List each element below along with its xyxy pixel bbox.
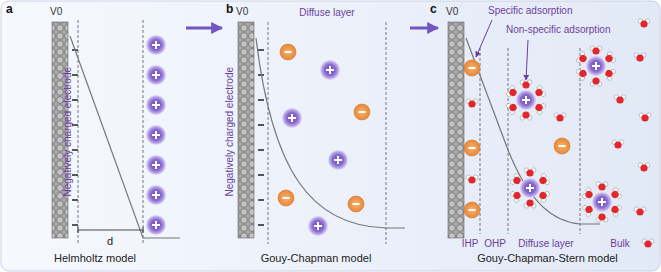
plane-label: IHP — [462, 238, 479, 250]
hydrated-cation — [582, 182, 623, 222]
anion — [278, 190, 294, 206]
electrode-plate — [448, 22, 464, 238]
water-molecule — [638, 163, 650, 172]
anion — [348, 196, 364, 212]
gouy-chapman-stern-illustration — [448, 19, 654, 248]
adsorbed-anion — [464, 60, 480, 76]
potential-curve — [70, 36, 180, 238]
transition-arrow — [410, 27, 438, 30]
anion — [354, 104, 370, 120]
electrode-plate — [238, 22, 254, 238]
water-molecule — [639, 113, 651, 122]
panel-letter: b — [226, 3, 233, 17]
potential-curve — [256, 38, 405, 228]
electrode-label: Negatively charged electrode — [62, 67, 74, 197]
anion — [280, 44, 296, 60]
hydrated-cation — [506, 80, 547, 120]
cation — [146, 215, 166, 235]
potential-label: V0 — [50, 6, 62, 18]
water-molecule — [466, 175, 478, 184]
distance-label: d — [107, 235, 113, 248]
gouy-chapman-illustration — [238, 22, 405, 244]
model-name: Gouy-Chapman-Stern model — [477, 252, 618, 265]
panel-letter: a — [6, 3, 13, 17]
water-molecule — [614, 95, 626, 104]
region-label: Diffuse layer — [518, 238, 573, 250]
potential-label: V0 — [446, 6, 458, 18]
adsorbed-anion — [464, 140, 480, 156]
potential-label: V0 — [236, 6, 248, 18]
cation — [146, 185, 166, 205]
water-molecule — [634, 53, 646, 62]
region-label: Diffuse layer — [299, 7, 354, 19]
hydrated-cation — [510, 168, 551, 208]
model-name: Helmholtz model — [54, 252, 136, 265]
electrode-label: Negatively charged electrode — [224, 67, 236, 197]
cation — [146, 35, 166, 55]
cation — [146, 65, 166, 85]
model-panel: Helmholtz model — [4, 4, 186, 268]
cation — [308, 216, 328, 236]
panel-letter: c — [430, 3, 437, 17]
cation — [320, 60, 340, 80]
model-panel: Gouy-Chapman-Stern model — [438, 4, 657, 268]
region-label: Bulk — [610, 238, 629, 250]
cation — [146, 125, 166, 145]
model-name: Gouy-Chapman model — [261, 252, 372, 265]
water-molecule — [554, 113, 566, 122]
water-molecule — [466, 99, 478, 108]
helmholtz-illustration — [52, 20, 180, 244]
adsorption-label: Non-specific adsorption — [506, 24, 611, 36]
transition-arrow — [186, 27, 222, 30]
cation — [328, 150, 348, 170]
water-molecule — [634, 207, 646, 216]
water-molecule — [612, 140, 624, 149]
model-panel: Gouy-Chapman model — [222, 4, 410, 268]
potential-curve — [466, 38, 600, 224]
cation — [282, 108, 302, 128]
anion — [554, 138, 570, 154]
distance-bracket — [78, 230, 143, 231]
water-molecule — [642, 239, 654, 248]
adsorption-label: Specific adsorption — [488, 5, 573, 17]
adsorbed-anion — [464, 202, 480, 218]
leader-arrow — [476, 20, 492, 57]
cation — [146, 95, 166, 115]
hydrated-cation — [576, 46, 617, 86]
leader-arrow — [526, 40, 528, 80]
plane-line — [480, 48, 580, 234]
negative-charge — [258, 50, 264, 225]
cation — [146, 155, 166, 175]
water-molecule — [638, 19, 650, 28]
plane-label: OHP — [484, 238, 506, 250]
